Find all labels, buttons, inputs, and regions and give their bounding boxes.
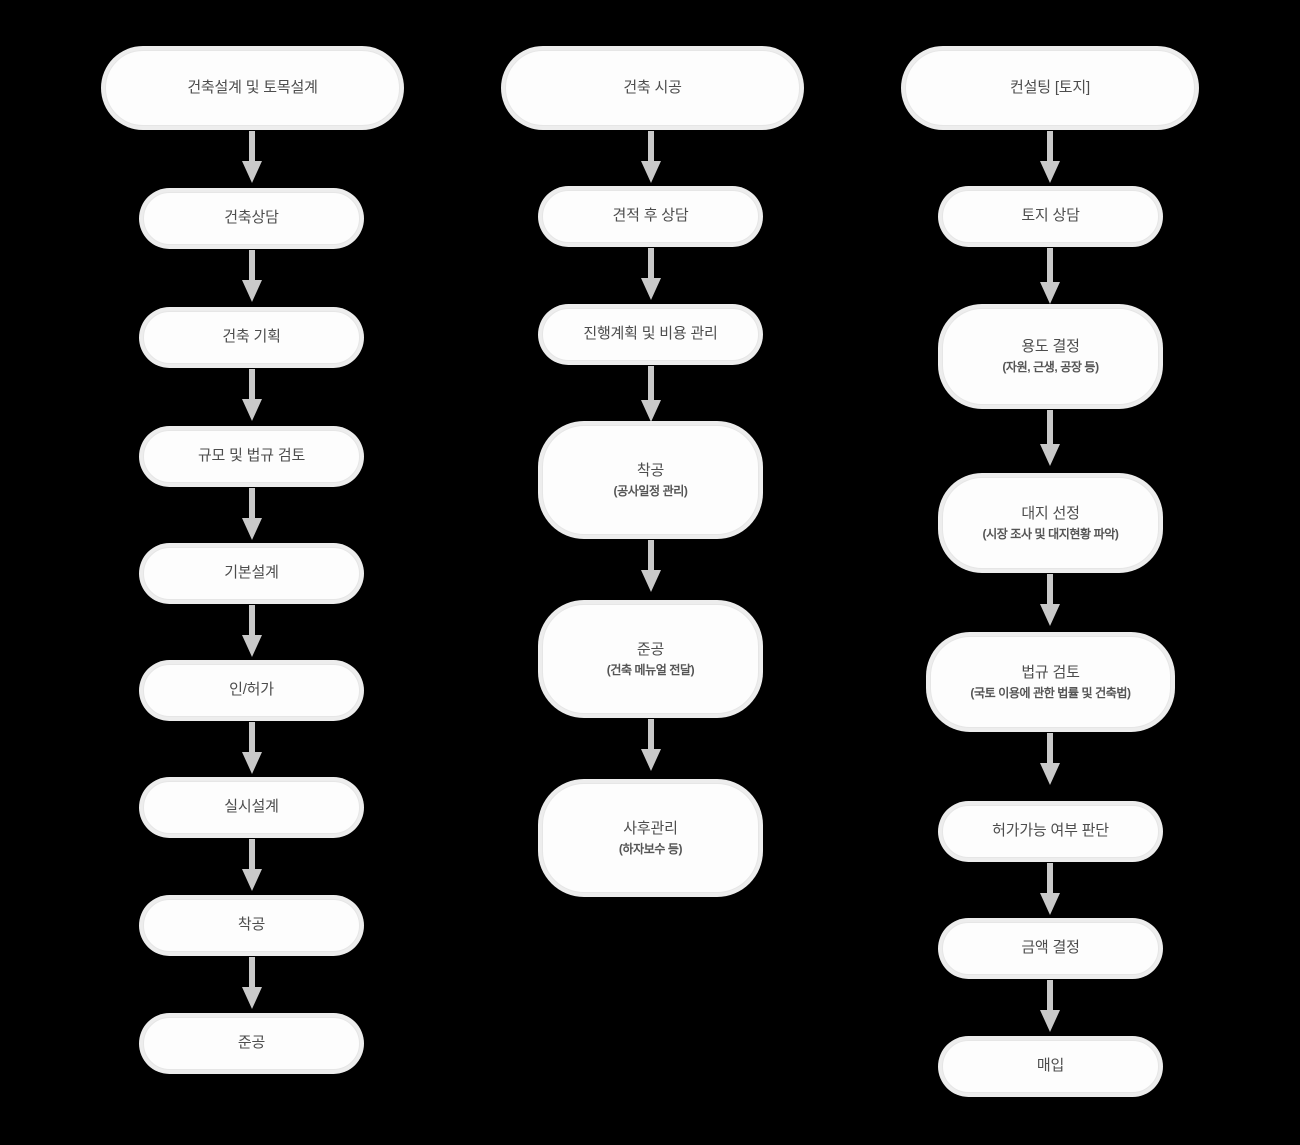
column-3-step-7[interactable]: 매입 [942,1040,1159,1093]
node-title: 건축상담 [224,209,279,227]
arrow-down-icon [1036,980,1064,1032]
arrow-down-icon [238,488,266,540]
node-title: 준공 [636,640,665,658]
arrow-down-icon [1036,131,1064,183]
arrow-down-icon [1036,863,1064,915]
column-2-step-1[interactable]: 견적 후 상담 [542,190,759,243]
column-2-step-3[interactable]: 착공 (공사일정 관리) [542,425,759,535]
column-2-step-5[interactable]: 사후관리 (하자보수 등) [542,783,759,893]
arrow-down-icon [238,839,266,891]
column-1-step-5[interactable]: 인/허가 [143,664,360,717]
node-title: 건축설계 및 토목설계 [187,78,318,96]
node-title: 법규 검토 [1021,663,1080,681]
arrow-down-icon [238,250,266,302]
arrow-down-icon [637,131,665,183]
column-1-header-node[interactable]: 건축설계 및 토목설계 [105,50,400,126]
node-subtitle: (하자보수 등) [618,841,683,856]
column-3-step-4[interactable]: 법규 검토 (국토 이용에 관한 법률 및 건축법) [930,636,1171,728]
arrow-down-icon [1036,410,1064,466]
node-title: 용도 결정 [1021,338,1080,356]
node-subtitle: (건축 메뉴얼 전달) [606,662,695,677]
column-3-step-6[interactable]: 금액 결정 [942,922,1159,975]
node-title: 건축 시공 [623,78,682,96]
arrow-down-icon [238,957,266,1009]
node-subtitle: (자원, 근생, 공장 등) [1002,360,1099,375]
node-subtitle: (공사일정 관리) [613,483,688,498]
arrow-down-icon [238,131,266,183]
column-3-step-3[interactable]: 대지 선정 (시장 조사 및 대지현황 파악) [942,477,1159,569]
arrow-down-icon [637,248,665,300]
column-1-step-1[interactable]: 건축상담 [143,192,360,245]
arrow-down-icon [238,369,266,421]
node-title: 실시설계 [224,798,279,816]
node-subtitle: (시장 조사 및 대지현황 파악) [982,526,1119,541]
column-3-step-2[interactable]: 용도 결정 (자원, 근생, 공장 등) [942,308,1159,405]
node-title: 건축 기획 [222,328,281,346]
node-subtitle: (국토 이용에 관한 법률 및 건축법) [970,685,1131,700]
node-title: 기본설계 [224,564,279,582]
node-title: 토지 상담 [1021,207,1080,225]
arrow-down-icon [637,540,665,592]
node-title: 인/허가 [229,681,274,699]
arrow-down-icon [1036,248,1064,304]
column-1-step-2[interactable]: 건축 기획 [143,311,360,364]
column-3-step-5[interactable]: 허가가능 여부 판단 [942,805,1159,858]
column-2-step-2[interactable]: 진행계획 및 비용 관리 [542,308,759,361]
column-3-header-node[interactable]: 컨설팅 [토지] [905,50,1195,126]
arrow-down-icon [637,719,665,771]
arrow-down-icon [1036,574,1064,626]
node-title: 착공 [636,461,665,479]
column-1-step-7[interactable]: 착공 [143,899,360,952]
column-1-step-3[interactable]: 규모 및 법규 검토 [143,430,360,483]
column-2-header-node[interactable]: 건축 시공 [505,50,800,126]
node-title: 사후관리 [623,819,678,837]
node-title: 진행계획 및 비용 관리 [583,325,718,343]
node-title: 컨설팅 [토지] [1010,78,1090,96]
node-title: 착공 [237,916,266,934]
column-1-step-4[interactable]: 기본설계 [143,547,360,600]
column-1-step-8[interactable]: 준공 [143,1017,360,1070]
node-title: 대지 선정 [1021,504,1080,522]
node-title: 허가가능 여부 판단 [992,822,1109,840]
node-title: 규모 및 법규 검토 [197,447,306,465]
node-title: 견적 후 상담 [612,207,689,225]
node-title: 매입 [1036,1057,1065,1075]
node-title: 준공 [237,1034,266,1052]
arrow-down-icon [1036,733,1064,785]
column-1-step-6[interactable]: 실시설계 [143,781,360,834]
column-2-step-4[interactable]: 준공 (건축 메뉴얼 전달) [542,604,759,714]
column-3-step-1[interactable]: 토지 상담 [942,190,1159,243]
arrow-down-icon [238,722,266,774]
arrow-down-icon [238,605,266,657]
node-title: 금액 결정 [1021,939,1080,957]
arrow-down-icon [637,366,665,422]
